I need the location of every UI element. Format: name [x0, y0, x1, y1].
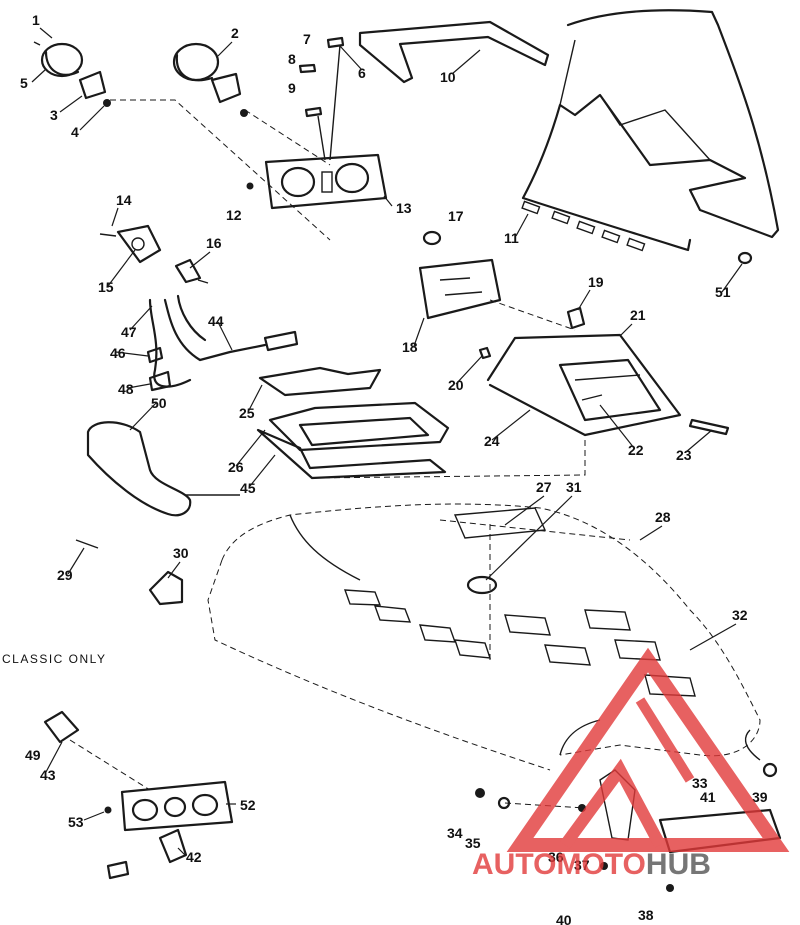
headlight-housing — [418, 230, 586, 360]
callout-21: 21 — [630, 307, 646, 323]
windshield-nut — [737, 251, 753, 265]
callout-36: 36 — [548, 849, 564, 865]
callout-7: 7 — [303, 31, 311, 47]
gauge-left — [33, 41, 111, 107]
vent-plate — [256, 366, 450, 480]
light-cover — [486, 333, 730, 437]
callout-41: 41 — [700, 789, 716, 805]
callout-33: 33 — [692, 775, 708, 791]
callout-10: 10 — [440, 69, 456, 85]
callout-32: 32 — [732, 607, 748, 623]
callout-38: 38 — [638, 907, 654, 923]
classic-panel — [43, 710, 234, 880]
callout-51: 51 — [715, 284, 731, 300]
callout-9: 9 — [288, 80, 296, 96]
windshield-vent-slots — [521, 200, 646, 252]
callout-48: 48 — [118, 381, 134, 397]
ignition-switch — [99, 224, 209, 284]
hood-bracket — [75, 539, 184, 606]
windshield — [521, 9, 780, 252]
callout-labels: 1 2 3 4 5 6 7 8 9 10 11 12 13 14 15 16 1… — [20, 12, 768, 925]
callout-27: 27 — [536, 479, 552, 495]
callout-30: 30 — [173, 545, 189, 561]
callout-26: 26 — [228, 459, 244, 475]
callout-53: 53 — [68, 814, 84, 830]
callout-18: 18 — [402, 339, 418, 355]
callout-19: 19 — [588, 274, 604, 290]
callout-39: 39 — [752, 789, 768, 805]
callout-1: 1 — [32, 12, 40, 28]
callout-28: 28 — [655, 509, 671, 525]
callout-35: 35 — [465, 835, 481, 851]
callout-20: 20 — [448, 377, 464, 393]
callout-11: 11 — [504, 230, 519, 246]
callout-43: 43 — [40, 767, 56, 783]
gauge-right — [172, 42, 248, 117]
leader-lines — [31, 27, 743, 857]
callout-31: 31 — [566, 479, 582, 495]
callout-16: 16 — [206, 235, 222, 251]
callout-2: 2 — [231, 25, 239, 41]
callout-37: 37 — [574, 857, 590, 873]
hood — [207, 503, 761, 771]
hood-vents — [343, 589, 696, 697]
indicator-lamps — [298, 36, 345, 161]
callout-34: 34 — [447, 825, 463, 841]
callout-5: 5 — [20, 75, 28, 91]
callout-13: 13 — [396, 200, 412, 216]
callout-4: 4 — [71, 124, 79, 140]
svg-text:AUTOMOTOHUB: AUTOMOTOHUB — [472, 848, 711, 881]
callout-8: 8 — [288, 51, 296, 67]
mirror — [86, 421, 240, 517]
wiring-harness — [146, 294, 299, 392]
callout-12: 12 — [226, 207, 242, 223]
callout-47: 47 — [121, 324, 137, 340]
callout-40: 40 — [556, 912, 572, 925]
watermark-logo: AUTOMOTOHUB — [472, 647, 790, 881]
callout-25: 25 — [239, 405, 255, 421]
callout-52: 52 — [240, 797, 256, 813]
callout-29: 29 — [57, 567, 73, 583]
callout-44: 44 — [208, 313, 224, 329]
callout-46: 46 — [110, 345, 126, 361]
callout-6: 6 — [358, 65, 366, 81]
classic-only-caption: CLASSIC ONLY — [2, 652, 106, 666]
callout-50: 50 — [151, 395, 167, 411]
callout-22: 22 — [628, 442, 644, 458]
connector-lines — [110, 99, 631, 809]
windshield-trim-strip — [358, 20, 550, 84]
callout-17: 17 — [448, 208, 464, 224]
callout-49: 49 — [25, 747, 41, 763]
callout-42: 42 — [186, 849, 202, 865]
instrument-panel — [246, 153, 388, 210]
callout-3: 3 — [50, 107, 58, 123]
callout-14: 14 — [116, 192, 132, 208]
